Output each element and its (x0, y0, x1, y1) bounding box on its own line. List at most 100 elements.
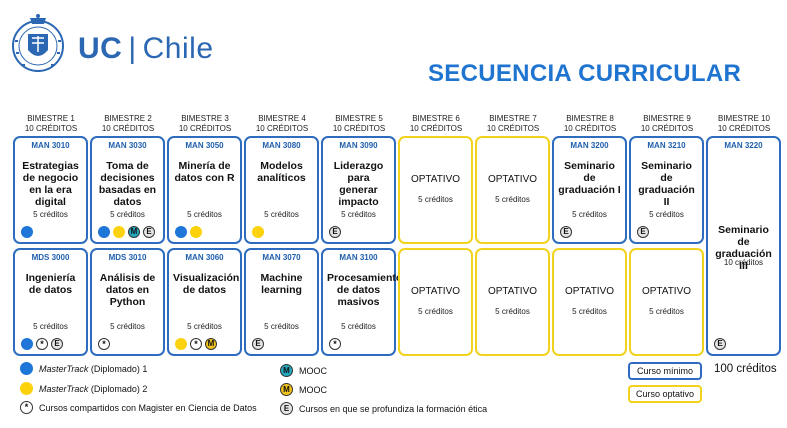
legend-mooc-teal: M MOOC (280, 364, 327, 377)
ethics-badge-icon: E (560, 226, 572, 238)
brand-separator: | (128, 32, 137, 65)
mastertrack-1-dot-icon (175, 226, 187, 238)
course-code: MAN 3070 (262, 253, 301, 262)
course-credits: 5 créditos (187, 210, 222, 219)
mooc-teal-badge-icon: M (128, 226, 140, 238)
optional-course-label: OPTATIVO (410, 173, 461, 185)
bimestre-label: BIMESTRE 8 (566, 114, 614, 123)
course-name: Machine learning (260, 272, 303, 296)
star-badge-icon: * (329, 338, 341, 350)
course-code: MAN 3100 (339, 253, 378, 262)
mooc-teal-badge-icon: M (280, 364, 293, 377)
course-credits: 5 créditos (495, 195, 530, 205)
course-badges: E (329, 226, 341, 238)
course-credits: 5 créditos (264, 210, 299, 219)
legend-mastertrack-1-label: MasterTrack (Diplomado) 1 (39, 363, 148, 374)
course-credits: 5 créditos (649, 307, 684, 317)
bimestre-label: BIMESTRE 9 (643, 114, 691, 123)
bimestre-credits: 10 CRÉDITOS (409, 124, 463, 133)
bimestre-label: BIMESTRE 2 (104, 114, 152, 123)
course-badges (175, 226, 202, 238)
course-name: Liderazgo para generar impacto (333, 160, 384, 208)
bimestre-credits: 10 CRÉDITOS (255, 124, 309, 133)
course-credits: 10 créditos (723, 258, 764, 267)
brand-chile: Chile (142, 32, 214, 65)
course-name: Seminario de graduación II (638, 160, 695, 208)
course-name: Procesamiento de datos masivos (327, 272, 403, 308)
legend-mooc-yellow-label: MOOC (299, 384, 327, 395)
optional-course-label: OPTATIVO (410, 285, 461, 297)
course-badges: E (637, 226, 649, 238)
ethics-badge-icon: E (280, 402, 293, 415)
mastertrack-2-dot-icon (175, 338, 187, 350)
course-code: MAN 3220 (724, 141, 763, 150)
course-code: MAN 3090 (339, 141, 378, 150)
legend-shared-label: Cursos compartidos con Magister en Cienc… (39, 402, 257, 413)
legend-ethics-label: Cursos en que se profundiza la formación… (299, 403, 488, 414)
optional-course-card: OPTATIVO 5 créditos (475, 248, 550, 356)
mastertrack-2-dot-icon (252, 226, 264, 238)
course-credits: 5 créditos (187, 322, 222, 331)
ethics-badge-icon: E (51, 338, 63, 350)
course-badges: *M (175, 338, 217, 350)
mastertrack-2-dot-icon (113, 226, 125, 238)
mastertrack-1-dot-icon (98, 226, 110, 238)
course-badges: * (329, 338, 341, 350)
legend-shared-courses: * Cursos compartidos con Magister en Cie… (20, 401, 257, 414)
course-credits: 5 créditos (495, 307, 530, 317)
course-name: Visualización de datos (173, 272, 240, 296)
legend-mastertrack-1: MasterTrack (Diplomado) 1 (20, 362, 147, 375)
bimestre-credits: 10 CRÉDITOS (101, 124, 155, 133)
bimestre-label: BIMESTRE 1 (27, 114, 75, 123)
course-code: MDS 3010 (108, 253, 147, 262)
legend-opt-course-box: Curso optativo (628, 385, 702, 403)
course-badges: E (560, 226, 572, 238)
course-code: MAN 3050 (185, 141, 224, 150)
course-credits: 5 créditos (110, 210, 145, 219)
course-credits: 5 créditos (649, 210, 684, 219)
course-code: MAN 3210 (647, 141, 686, 150)
course-name: Seminario de graduación III (715, 224, 772, 272)
optional-course-label: OPTATIVO (487, 173, 538, 185)
star-badge-icon: * (190, 338, 202, 350)
legend-min-course-box: Curso mínimo (628, 362, 702, 380)
ethics-badge-icon: E (329, 226, 341, 238)
optional-course-label: OPTATIVO (564, 285, 615, 297)
optional-course-label: OPTATIVO (487, 285, 538, 297)
bimestre-credits: 10 CRÉDITOS (486, 124, 540, 133)
course-name: Análisis de datos en Python (99, 272, 156, 308)
uc-chile-logo: UC|Chile (10, 12, 250, 92)
page-title: SECUENCIA CURRICULAR (428, 60, 742, 87)
course-name: Minería de datos con R (174, 160, 235, 184)
course-code: MAN 3010 (31, 141, 70, 150)
course-credits: 5 créditos (33, 210, 68, 219)
bimestre-credits: 10 CRÉDITOS (178, 124, 232, 133)
bimestre-credits: 10 CRÉDITOS (332, 124, 386, 133)
course-badges (21, 226, 33, 238)
legend-mooc-teal-label: MOOC (299, 365, 327, 376)
bimestre-credits: 10 CRÉDITOS (563, 124, 617, 133)
ethics-badge-icon: E (714, 338, 726, 350)
mastertrack-1-dot-icon (21, 338, 33, 350)
bimestre-label: BIMESTRE 5 (335, 114, 383, 123)
star-badge-icon: * (36, 338, 48, 350)
legend-ethics: E Cursos en que se profundiza la formaci… (280, 402, 487, 415)
mastertrack-1-dot-icon (20, 362, 33, 375)
ethics-badge-icon: E (143, 226, 155, 238)
total-credits: 100 créditos (714, 363, 777, 375)
